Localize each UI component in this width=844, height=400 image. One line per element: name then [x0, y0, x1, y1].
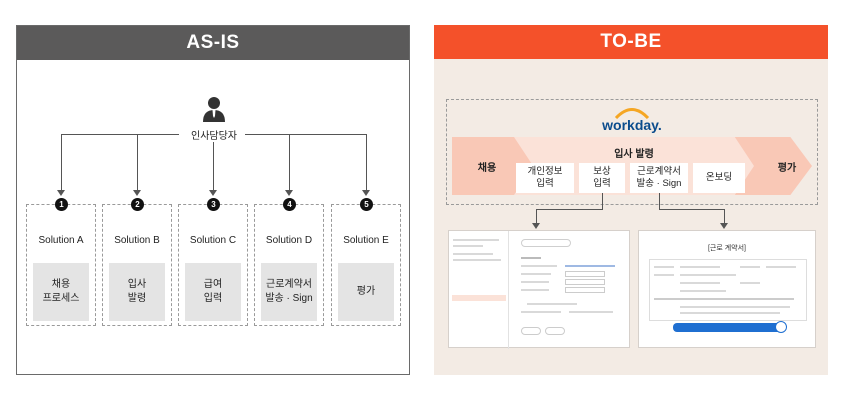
contract-screen-thumbnail: [근로 계약서]: [638, 230, 816, 348]
sign-bar: [673, 323, 785, 332]
manager-label: 인사담당자: [191, 131, 237, 142]
connector-5: [366, 134, 367, 192]
person-icon: [203, 97, 225, 122]
to-be-panel: TO-BE workday. 채용 입사 발령 평가 개인정보 입력 보상 입력…: [434, 25, 828, 375]
solution-label: Solution B: [114, 235, 160, 246]
arrowhead-comp: [532, 223, 540, 229]
stage-recruiting: 채용: [477, 162, 497, 174]
arrowhead-contract: [720, 223, 728, 229]
solution-label: Solution E: [343, 235, 389, 246]
connector-1: [61, 134, 62, 192]
connector-3: [213, 142, 214, 192]
step-number: 5: [360, 198, 373, 211]
solution-column-5: 5 Solution E 평가: [331, 198, 401, 326]
task-box: 근로계약서 발송 · Sign: [261, 263, 317, 321]
workday-logo-arc-icon: [614, 108, 650, 119]
workday-container: [446, 99, 818, 205]
arrowhead-5: [362, 190, 370, 196]
compensation-screen-thumbnail: [448, 230, 630, 349]
arrow-comp-drop: [536, 209, 537, 223]
arrowhead-2: [133, 190, 141, 196]
step-number: 2: [131, 198, 144, 211]
sign-indicator-icon: [775, 321, 787, 333]
task-box: 평가: [338, 263, 394, 321]
solution-column-2: 2 Solution B 입사 발령: [102, 198, 172, 326]
stage-evaluation: 평가: [777, 162, 797, 174]
arrow-comp-horizontal: [536, 209, 603, 210]
connector-4: [289, 134, 290, 192]
to-be-header: TO-BE: [434, 25, 828, 59]
task-box: 급여 입력: [185, 263, 241, 321]
arrowhead-4: [285, 190, 293, 196]
arrow-contract-horizontal: [659, 209, 725, 210]
task-box: 채용 프로세스: [33, 263, 89, 321]
arrow-comp-down: [602, 193, 603, 209]
step-number: 4: [283, 198, 296, 211]
connector-2: [137, 134, 138, 192]
solution-column-3: 3 Solution C 급여 입력: [178, 198, 248, 326]
contract-title: [근로 계약서]: [707, 245, 747, 252]
as-is-header: AS-IS: [17, 26, 409, 60]
arrowhead-3: [209, 190, 217, 196]
solution-column-1: 1 Solution A 채용 프로세스: [26, 198, 96, 326]
connector-right: [245, 134, 367, 135]
arrow-contract-drop: [724, 209, 725, 223]
workday-logo: workday.: [602, 117, 662, 133]
solution-label: Solution A: [38, 235, 84, 246]
step-personal-info: 개인정보 입력: [516, 163, 574, 193]
solution-label: Solution D: [265, 235, 313, 246]
thumbnail-sidebar: [449, 231, 509, 349]
step-number: 1: [55, 198, 68, 211]
step-compensation: 보상 입력: [579, 163, 625, 193]
arrow-contract-down: [659, 193, 660, 209]
task-box: 입사 발령: [109, 263, 165, 321]
arrowhead-1: [57, 190, 65, 196]
stage-appointment: 입사 발령: [614, 149, 654, 160]
connector-left: [61, 134, 179, 135]
step-number: 3: [207, 198, 220, 211]
step-onboarding: 온보딩: [693, 163, 745, 193]
as-is-panel: AS-IS 인사담당자 1 Solution A 채용 프로세스 2 Solut…: [16, 25, 410, 375]
solution-column-4: 4 Solution D 근로계약서 발송 · Sign: [254, 198, 324, 326]
solution-label: Solution C: [189, 235, 237, 246]
step-contract: 근로계약서 발송 · Sign: [630, 163, 688, 193]
